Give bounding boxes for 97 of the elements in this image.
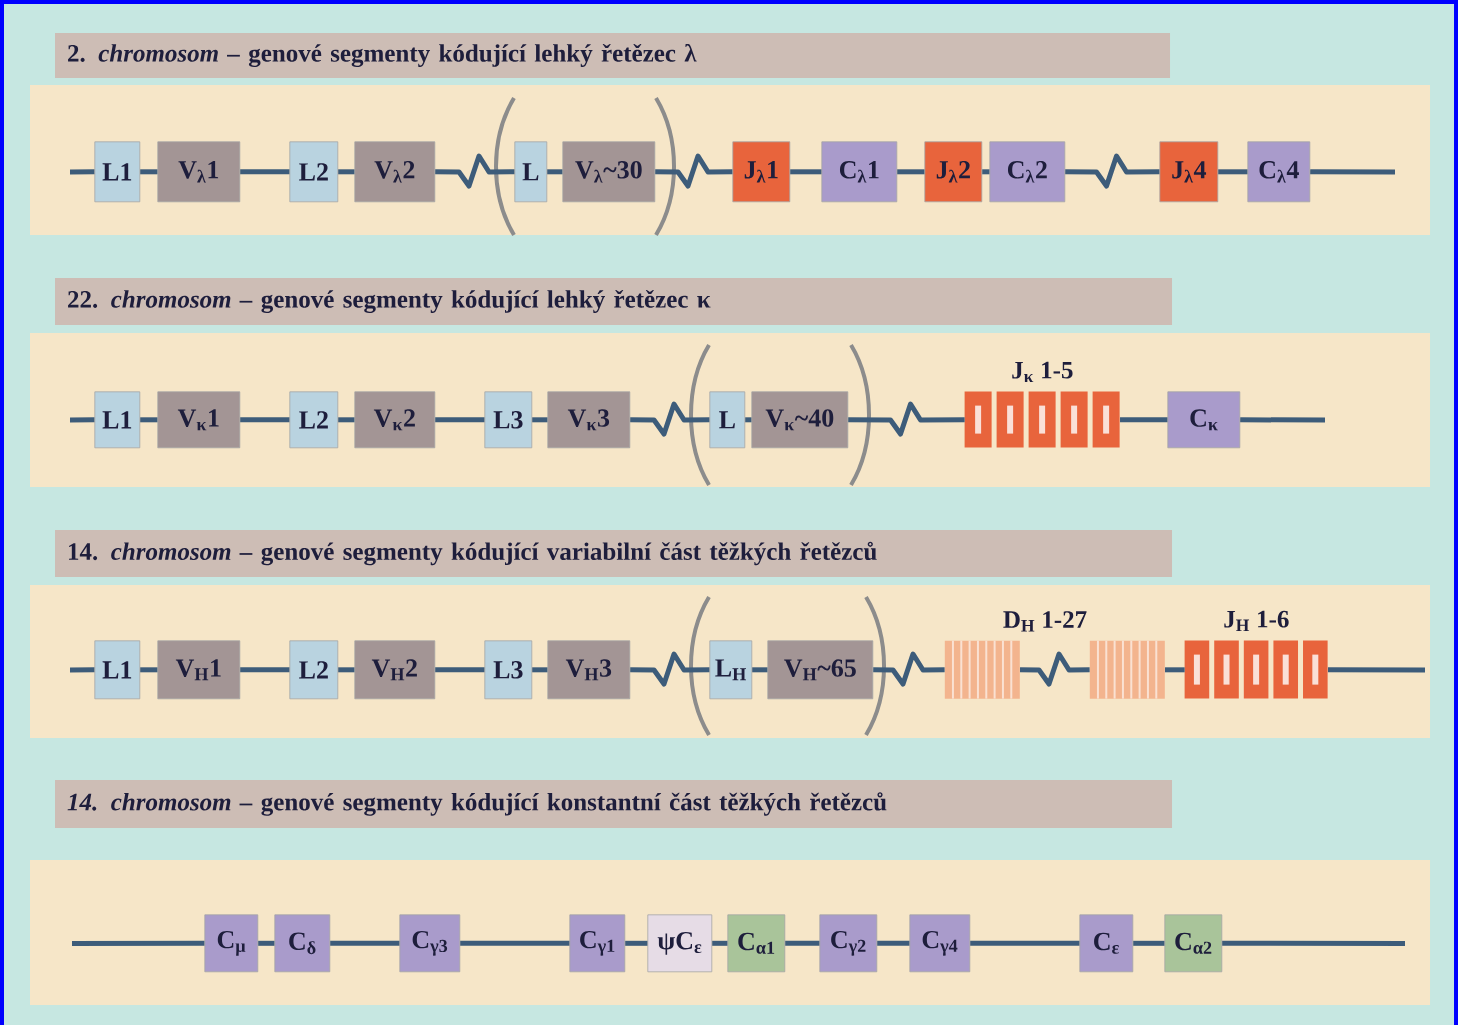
chromosome-line: [785, 940, 820, 946]
chromosome-line: [877, 940, 910, 946]
chromosome-line: [240, 417, 290, 423]
chromosome-line: [72, 940, 205, 946]
chromosome-line: [435, 153, 515, 189]
segment-cluster: J$_{H}$ 1-6: [1184, 610, 1328, 699]
gene-segment-box: ψC$_{ε}$: [647, 914, 713, 973]
chromosome-line: [140, 169, 158, 175]
chromosome-line: [630, 401, 710, 437]
chromosome-line: [240, 169, 290, 175]
chromosome-line: [70, 667, 95, 673]
chromosome-line: [532, 667, 548, 673]
gene-segment-box: V$_{λ}$~30: [562, 141, 656, 203]
chromosome-line: [873, 651, 945, 687]
chromosome-line: [532, 417, 548, 423]
chromosome-line: [1120, 417, 1168, 423]
chromosome-line: [140, 417, 158, 423]
chromosome-line: [752, 667, 768, 673]
gene-segment-box: C$_{λ}$1: [821, 141, 898, 203]
gene-segment-box: V$_{κ}$2: [354, 391, 436, 449]
chromosome-line: [140, 667, 158, 673]
title-band: 14. chromosom – genové segmenty kódující variabilní část těžkých řetězců: [55, 530, 1172, 577]
gene-segment-box: V$_{λ}$1: [157, 141, 241, 203]
gene-segment-box: C$_{δ}$: [274, 914, 331, 973]
chromosome-line: [338, 667, 355, 673]
node-label: J$_{H}$ 1-6: [1224, 610, 1289, 632]
chromosome-line: [338, 417, 355, 423]
chromosome-line: [1310, 169, 1395, 175]
gene-segment-box: V$_{λ}$2: [354, 141, 436, 203]
chromosome-line: [1240, 417, 1325, 423]
chromosome-line: [435, 417, 485, 423]
chromosome-line: [897, 169, 925, 175]
chromosome-line: [982, 169, 990, 175]
chromosome-line: [258, 940, 275, 946]
gene-segment-box: L2: [289, 141, 339, 203]
chromosome-line: [712, 940, 728, 946]
chromosome-line: [330, 940, 400, 946]
chromosome-line: [460, 940, 570, 946]
gene-segment-box: C$_{γ3}$: [399, 914, 461, 973]
chromosome-line: [547, 169, 563, 175]
chromosome-line: [745, 417, 752, 423]
gene-segment-box: L: [514, 141, 548, 203]
gene-segment-box: L$_{H}$: [709, 640, 753, 700]
gene-segment-box: V$_{H}$1: [157, 640, 241, 700]
gene-segment-box: C$_{ε}$: [1079, 914, 1134, 973]
chromosome-line: [1328, 667, 1426, 673]
gene-segment-box: L2: [289, 391, 339, 449]
gene-segment-box: V$_{H}$~65: [767, 640, 874, 700]
segment-cluster: J$_{κ}$ 1-5: [964, 361, 1120, 448]
gene-segment-box: C$_{α1}$: [727, 914, 786, 973]
gene-segment-box: L2: [289, 640, 339, 700]
gene-segment-box: C$_{λ}$4: [1247, 141, 1311, 203]
gene-segment-box: V$_{H}$3: [547, 640, 631, 700]
gene-segment-box: C$_{γ1}$: [569, 914, 626, 973]
chromosome-line: [655, 153, 733, 189]
gene-segment-box: J$_{λ}$1: [732, 141, 791, 203]
gene-segment-box: V$_{κ}$~40: [751, 391, 849, 449]
gene-segment-box: V$_{H}$2: [354, 640, 436, 700]
gene-segment-box: C$_{μ}$: [204, 914, 259, 973]
title-band: 22. chromosom – genové segmenty kódující lehký řetězec κ: [55, 278, 1172, 325]
chromosome-line: [790, 169, 822, 175]
segment-cluster: [1089, 639, 1165, 700]
chromosome-line: [1065, 153, 1160, 189]
gene-segment-box: C$_{λ}$2: [989, 141, 1066, 203]
gene-segment-box: L1: [94, 391, 141, 449]
gene-segment-box: J$_{λ}$4: [1159, 141, 1219, 203]
chromosome-line: [435, 667, 485, 673]
chromosome-line: [338, 169, 355, 175]
gene-segment-box: L1: [94, 141, 141, 203]
chromosome-line: [1020, 651, 1090, 687]
gene-segment-box: C$_{α2}$: [1164, 914, 1223, 973]
chromosome-line: [1165, 667, 1185, 673]
gene-segment-box: J$_{λ}$2: [924, 141, 983, 203]
chromosome-line: [70, 169, 95, 175]
chromosome-line: [630, 651, 710, 687]
chromosome-line: [1222, 940, 1405, 946]
chromosome-line: [1133, 940, 1165, 946]
gene-segment-box: L3: [484, 391, 533, 449]
chromosome-line: [70, 417, 95, 423]
segment-label: D$_{H}$ 1-27: [1003, 611, 1087, 632]
chromosome-line: [848, 401, 965, 437]
segment-cluster: [944, 639, 1020, 700]
gene-segment-box: V$_{κ}$3: [547, 391, 631, 449]
title-band: 14. chromosom – genové segmenty kódující konstantní část těžkých řetězců: [55, 780, 1172, 828]
gene-segment-box: L: [709, 391, 746, 449]
chromosome-line: [240, 667, 290, 673]
node-label: J$_{κ}$ 1-5: [1012, 361, 1073, 383]
gene-segment-box: L1: [94, 640, 141, 700]
chromosome-line: [970, 940, 1080, 946]
chromosome-line: [625, 940, 648, 946]
gene-segment-box: C$_{γ4}$: [909, 914, 971, 973]
chromosome-line: [1218, 169, 1248, 175]
gene-segment-box: C$_{κ}$: [1167, 391, 1241, 449]
title-band: 2. chromosom – genové segmenty kódující lehký řetězec λ: [55, 33, 1170, 78]
gene-segment-box: C$_{γ2}$: [819, 914, 878, 973]
gene-segment-box: V$_{κ}$1: [157, 391, 241, 449]
gene-segment-box: L3: [484, 640, 533, 700]
